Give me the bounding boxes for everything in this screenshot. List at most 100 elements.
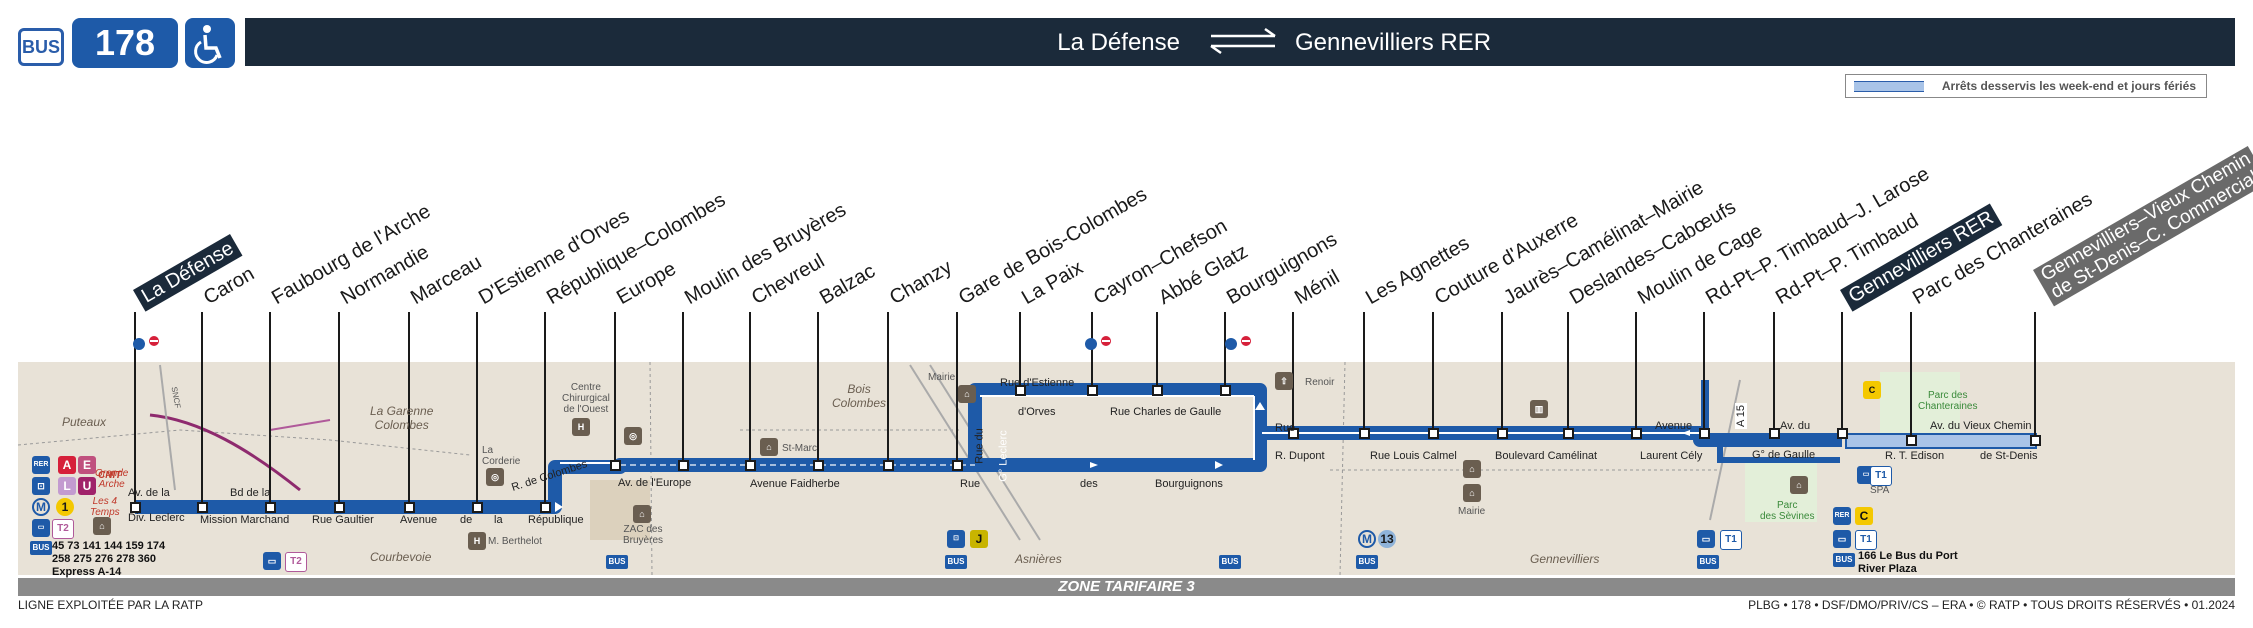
stop-marker[interactable] (678, 460, 689, 471)
stop-marker[interactable] (265, 502, 276, 513)
stop-marker[interactable] (1152, 385, 1163, 396)
stop-tick (887, 312, 889, 465)
stop-tick (1091, 312, 1093, 390)
hospital-icon: H (468, 532, 486, 550)
stop-marker[interactable] (404, 502, 415, 513)
stop-marker[interactable] (1837, 428, 1848, 439)
stop-marker[interactable] (952, 460, 963, 471)
road-label: de St-Denis (1980, 450, 2038, 462)
stop-tick (1567, 312, 1569, 433)
metro-1-badge: 1 (56, 498, 74, 516)
motorway-label: A 15 (1735, 402, 1748, 430)
stop-tick (817, 312, 819, 465)
road-label: Rue Louis Calmel (1370, 450, 1457, 462)
place-asnieres: Asnières (1015, 552, 1062, 566)
stop-marker[interactable] (130, 502, 141, 513)
landmark-icon: ⌂ (958, 385, 976, 403)
stop-marker[interactable] (1699, 428, 1710, 439)
road-label: Av. de la (128, 487, 170, 499)
road-label: G° de Gaulle (1752, 449, 1816, 461)
stop-marker[interactable] (813, 460, 824, 471)
tram-t1-badge: T1 (1855, 530, 1877, 550)
stop-marker[interactable] (2030, 435, 2041, 446)
stop-marker[interactable] (883, 460, 894, 471)
road-label: Av. du (1780, 420, 1811, 432)
bus-mode-badge: BUS (18, 28, 64, 66)
tram-icon: ▭ (32, 519, 50, 537)
road-label: Rue (960, 478, 981, 490)
legend: Arrêts desservis les week-end et jours f… (1845, 74, 2207, 98)
stop-marker[interactable] (1769, 428, 1780, 439)
stop-tick (269, 312, 271, 507)
stop-marker[interactable] (540, 502, 551, 513)
road-label: Avenue (1655, 420, 1693, 432)
bus-icon: BUS (606, 555, 628, 569)
road-label: la (494, 514, 503, 526)
stop-marker[interactable] (1015, 385, 1026, 396)
train-icon: ⊡ (947, 530, 965, 548)
road-label: Bd de la (230, 487, 271, 499)
stop-marker[interactable] (1288, 428, 1299, 439)
line-l-badge: L (58, 477, 76, 495)
road-label: Div. Leclerc (128, 512, 185, 524)
stop-tick (1156, 312, 1158, 390)
river-plaza-lines: 166 Le Bus du Port River Plaza (1858, 550, 1958, 575)
stop-marker[interactable] (1906, 435, 1917, 446)
tram-t1-badge: T1 (1870, 466, 1892, 486)
stop-marker[interactable] (1563, 428, 1574, 439)
stop-tick (544, 312, 546, 507)
tram-c-icon: C (1863, 381, 1881, 399)
road-label: Avenue Faidherbe (750, 478, 840, 490)
copyright-note: PLBG • 178 • DSF/DMO/PRIV/CS – ERA • © R… (1748, 598, 2235, 612)
place-zac: ZAC des Bruyères (623, 524, 664, 546)
road-label: République (528, 514, 584, 526)
place-parc-sevines: Parc des Sèvines (1760, 500, 1815, 522)
fare-zone-bar: ZONE TARIFAIRE 3 (18, 578, 2235, 596)
bus-icon: BUS (1697, 555, 1719, 569)
stop-marker[interactable] (1497, 428, 1508, 439)
stop-marker[interactable] (610, 460, 621, 471)
stop-marker[interactable] (1220, 385, 1231, 396)
road-label: Laurent Cély (1640, 450, 1703, 462)
road-label: Bourguignons (1155, 478, 1223, 490)
road-label: G° Leclerc (997, 430, 1010, 482)
road-label: Av. de l'Europe (618, 477, 692, 489)
place-renoir: Renoir (1305, 377, 1335, 388)
stop-marker[interactable] (1359, 428, 1370, 439)
place-courbevoie: Courbevoie (370, 550, 432, 564)
road-label: Rue Charles de Gaulle (1110, 406, 1222, 418)
stop-marker[interactable] (1428, 428, 1439, 439)
place-mairie-gennevilliers: Mairie (1458, 506, 1486, 517)
road-label: Rue Gaultier (312, 514, 374, 526)
stop-marker[interactable] (1631, 428, 1642, 439)
stop-marker[interactable] (745, 460, 756, 471)
stop-tick (956, 312, 958, 465)
stop-tick (1019, 312, 1021, 390)
line-u-badge: U (78, 477, 96, 495)
stop-marker[interactable] (334, 502, 345, 513)
bus-icon: BUS (1219, 555, 1241, 569)
tram-icon: ▭ (263, 552, 281, 570)
stop-marker[interactable] (197, 502, 208, 513)
rer-a-badge: A (58, 456, 76, 474)
wheelchair-no-entry-icon (1225, 335, 1255, 353)
stop-tick (408, 312, 410, 507)
place-berthelot: M. Berthelot (488, 536, 542, 547)
metro-icon: M (1358, 530, 1376, 548)
metro-icon: M (32, 498, 50, 516)
stop-marker[interactable] (472, 502, 483, 513)
train-icon: ⊡ (32, 477, 50, 495)
stop-tick (1841, 312, 1843, 433)
stop-marker[interactable] (1087, 385, 1098, 396)
tram-t1-badge: T1 (1720, 530, 1742, 550)
road-label: Mission Marchand (200, 514, 290, 526)
rer-c-badge: C (1855, 507, 1873, 525)
tram-icon: ▭ (1697, 530, 1715, 548)
place-cnit: CNIT (98, 470, 122, 481)
line-j-badge: J (970, 530, 988, 548)
bus-icon: BUS (945, 555, 967, 569)
stop-tick (1501, 312, 1503, 433)
factory-icon: ▥ (1530, 400, 1548, 418)
landmark-icon: ◎ (624, 427, 642, 445)
bus-icon: BUS (30, 541, 52, 555)
